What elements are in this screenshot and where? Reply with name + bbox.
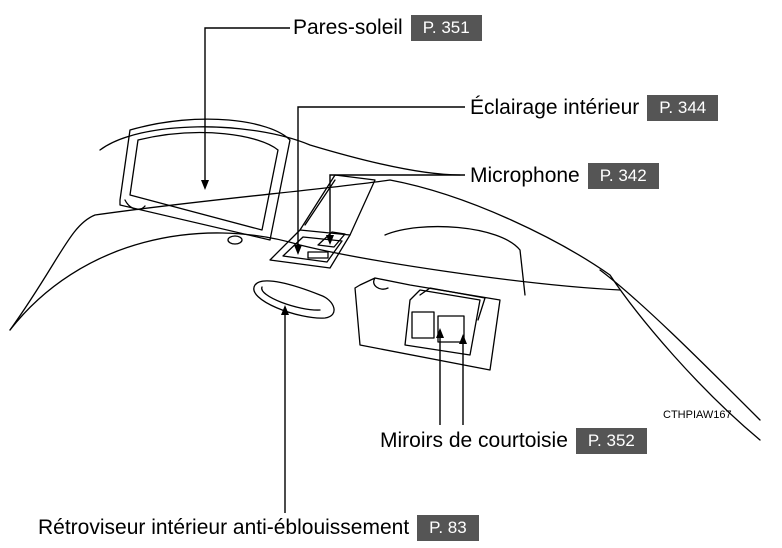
- rearview-mirror-shape: [253, 280, 335, 319]
- headliner-front-edge: [99, 126, 461, 176]
- callout-sun-visors-page: P. 351: [410, 15, 482, 41]
- callout-microphone-label: Microphone: [470, 164, 580, 187]
- windshield-edge: [9, 232, 621, 331]
- arrow-microphone: [326, 235, 334, 245]
- arrow-interior-light: [294, 245, 302, 255]
- callout-sun-visors: Pares-soleil P. 351: [293, 15, 482, 41]
- right-pillar: [599, 269, 761, 421]
- overhead-console: [269, 174, 376, 269]
- callout-interior-light: Éclairage intérieur P. 344: [470, 95, 719, 121]
- leader-interior-light: [297, 106, 465, 250]
- callout-interior-light-label: Éclairage intérieur: [470, 96, 640, 119]
- callout-rearview-mirror-page: P. 83: [417, 515, 479, 541]
- callout-microphone-page: P. 342: [587, 163, 659, 189]
- callout-vanity-mirrors-label: Miroirs de courtoisie: [380, 429, 568, 452]
- leader-vanity-mirrors: [439, 330, 464, 425]
- arrow-sun-visors: [201, 180, 209, 190]
- callout-microphone: Microphone P. 342: [470, 163, 659, 189]
- headliner-outline: [9, 179, 761, 441]
- callout-rearview-mirror-label: Rétroviseur intérieur anti-éblouissement: [38, 516, 410, 539]
- callout-rearview-mirror: Rétroviseur intérieur anti-éblouissement…: [38, 515, 479, 541]
- callout-vanity-mirrors: Miroirs de courtoisie P. 352: [380, 428, 647, 454]
- right-sun-visor: [354, 225, 526, 371]
- leader-microphone: [329, 174, 465, 240]
- arrow-rearview-mirror: [281, 305, 289, 315]
- figure-code: CTHPIAW167: [663, 409, 732, 421]
- callout-sun-visors-label: Pares-soleil: [293, 16, 403, 39]
- callout-interior-light-page: P. 344: [647, 95, 719, 121]
- arrow-vanity-right: [459, 334, 467, 344]
- callout-vanity-mirrors-page: P. 352: [575, 428, 647, 454]
- arrow-vanity-left: [436, 328, 444, 338]
- leader-sun-visors: [204, 27, 290, 185]
- left-sun-visor: [119, 118, 291, 245]
